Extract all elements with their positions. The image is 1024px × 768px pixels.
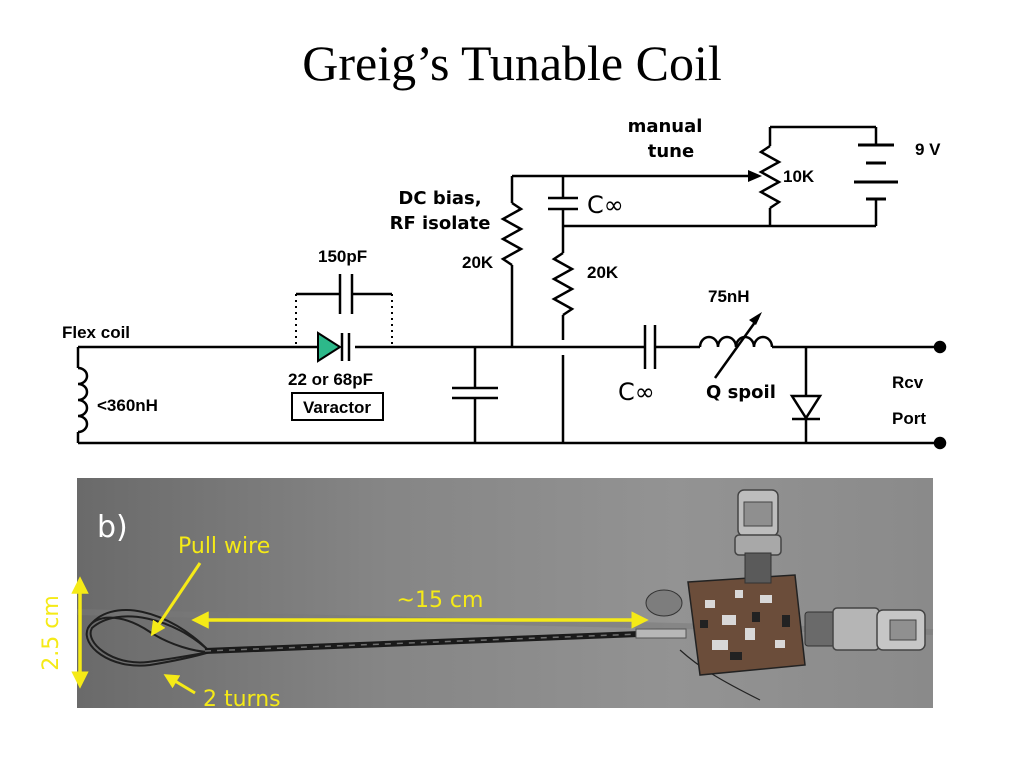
coil-photo: b) Pull wire ~15 cm 2.5 cm 2 turns — [39, 478, 934, 712]
label-inductance: <360nH — [97, 396, 158, 415]
battery-9v — [854, 127, 898, 226]
flex-coil-inductor — [76, 347, 89, 443]
label-10k: 10K — [783, 167, 815, 186]
capacitor-c-inf-series — [643, 325, 657, 369]
label-c-inf-top: C∞ — [587, 191, 624, 219]
label-tune: tune — [648, 141, 694, 162]
label-rcv: Rcv — [892, 373, 924, 392]
label-dc-bias: DC bias, — [398, 188, 481, 209]
capacitor-c-inf-top — [548, 176, 578, 253]
label-diameter: 2.5 cm — [39, 595, 64, 671]
label-pull-wire: Pull wire — [178, 534, 270, 559]
potentiometer-10k — [705, 125, 876, 226]
photo-annotations: Pull wire ~15 cm 2.5 cm 2 turns — [39, 534, 649, 712]
label-turns: 2 turns — [203, 687, 281, 712]
turns-arrow — [163, 674, 196, 695]
label-flex-coil: Flex coil — [62, 323, 130, 342]
label-c-inf-bottom: C∞ — [618, 378, 655, 406]
q-spoil-diode — [789, 347, 823, 443]
inductor-75nh — [698, 312, 774, 379]
label-150pf: 150pF — [318, 247, 367, 266]
bnc-connector-right — [804, 607, 926, 651]
page-title: Greig’s Tunable Coil — [302, 35, 722, 91]
label-q-spoil: Q spoil — [706, 382, 776, 403]
label-varactor-value: 22 or 68pF — [288, 370, 373, 389]
varactor-diode — [317, 331, 351, 363]
label-20k-left: 20K — [462, 253, 494, 272]
port-terminal-bottom — [933, 436, 947, 450]
bnc-connector-top — [734, 489, 782, 584]
pull-wire-arrow — [150, 562, 202, 637]
label-20k-right: 20K — [587, 263, 619, 282]
shunt-capacitor — [452, 347, 498, 443]
label-manual: manual — [628, 116, 703, 137]
bias-resistor-left — [500, 174, 705, 347]
label-75nh: 75nH — [708, 287, 750, 306]
schematic-labels: manual tune 9 V 10K DC bias, RF isolate … — [62, 116, 941, 428]
bias-resistor-right — [551, 251, 575, 443]
label-length: ~15 cm — [397, 588, 484, 613]
varactor-label-box — [291, 392, 384, 421]
port-terminal-top — [933, 340, 947, 354]
schematic — [76, 125, 947, 450]
panel-label: b) — [97, 510, 128, 545]
capacitor-150pf — [295, 274, 393, 347]
label-port: Port — [892, 409, 926, 428]
label-varactor: Varactor — [303, 398, 371, 417]
label-9v: 9 V — [915, 140, 941, 159]
label-rf-isolate: RF isolate — [390, 213, 491, 234]
